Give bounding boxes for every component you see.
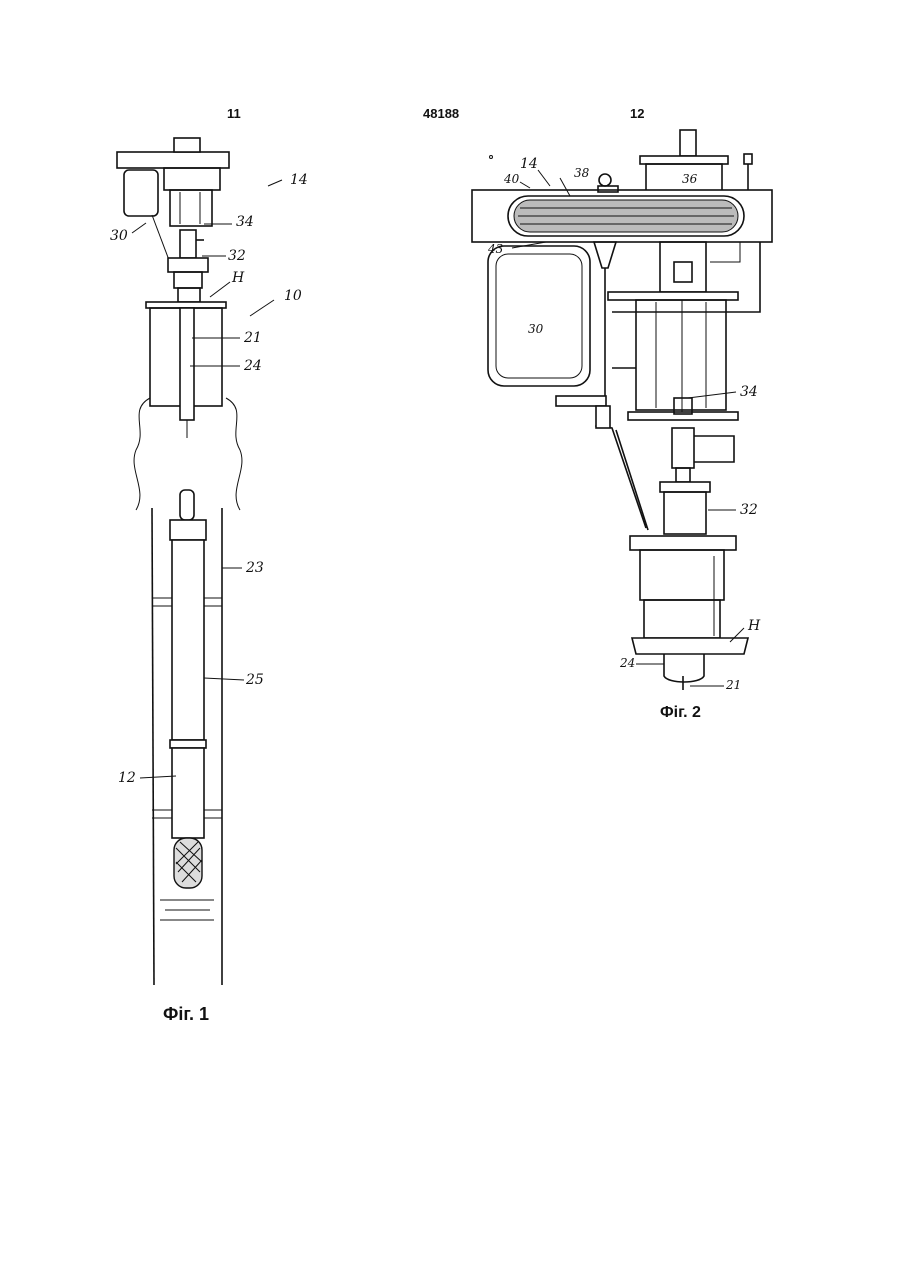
fig2-label-H: H — [748, 618, 760, 634]
fig2-label-24: 24 — [620, 656, 635, 670]
fig2-label-36: 36 — [682, 172, 697, 186]
fig2-label-34: 34 — [740, 384, 758, 400]
fig2-label-43: 43 — [488, 242, 503, 256]
fig2-label-14: 14 — [520, 156, 538, 172]
fig2-label-38: 38 — [574, 166, 589, 180]
fig2-label-40: 40 — [504, 172, 519, 186]
figure-2-caption: Фіг. 2 — [660, 704, 701, 722]
fig2-label-21: 21 — [726, 678, 741, 692]
svg-text:30: 30 — [528, 322, 544, 336]
fig2-label-32: 32 — [740, 502, 758, 518]
